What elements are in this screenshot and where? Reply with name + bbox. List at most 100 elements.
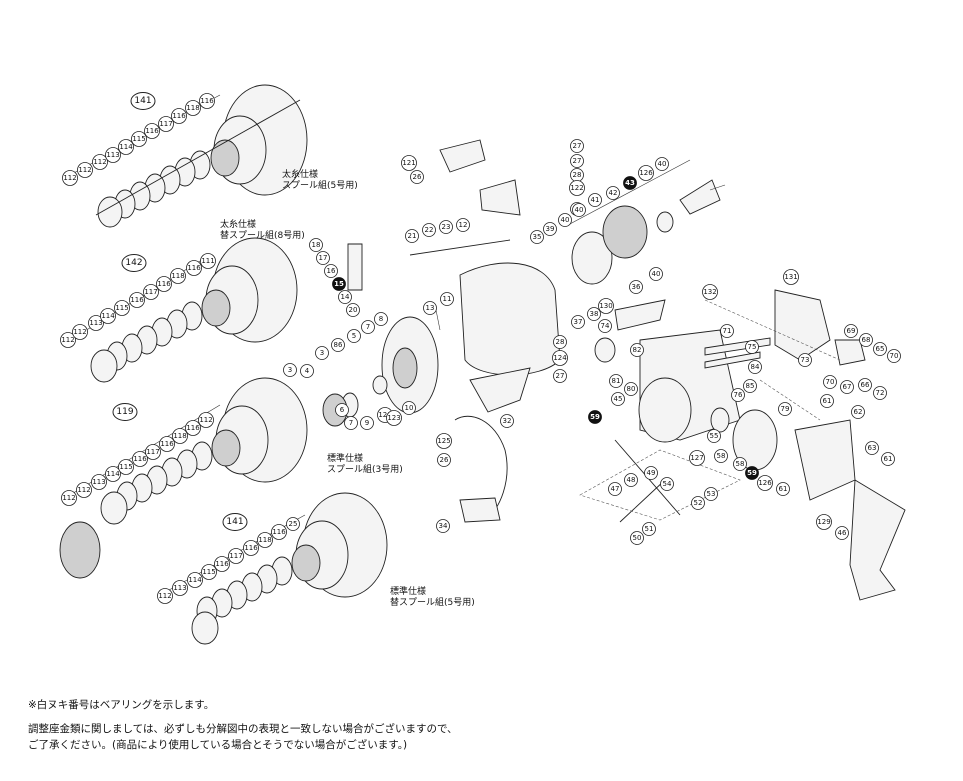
callout-circle bbox=[609, 374, 623, 388]
callout-number: 59 bbox=[747, 469, 757, 477]
part-callout: 126 bbox=[757, 475, 773, 491]
callout-number: 49 bbox=[647, 469, 656, 477]
callout-circle bbox=[185, 100, 201, 116]
part-callout: 117 bbox=[143, 284, 159, 300]
callout-circle bbox=[271, 524, 287, 540]
callout-number: 123 bbox=[387, 414, 400, 422]
callout-number: 38 bbox=[590, 310, 599, 318]
part-drawings bbox=[59, 84, 906, 645]
group-number-callout: 119 bbox=[112, 403, 138, 421]
callout-number: 7 bbox=[349, 419, 353, 427]
callout-number: 27 bbox=[573, 157, 582, 165]
callout-number: 40 bbox=[575, 206, 584, 214]
part-callout: 122 bbox=[569, 180, 585, 196]
group-number-circle bbox=[130, 92, 156, 110]
part-callout: 16 bbox=[324, 264, 338, 278]
callout-circle bbox=[456, 218, 470, 232]
callout-circle bbox=[143, 284, 159, 300]
callout-number: 112 bbox=[62, 494, 75, 502]
callout-circle bbox=[172, 428, 188, 444]
callout-circle bbox=[569, 180, 585, 196]
callout-circle bbox=[316, 251, 330, 265]
callout-number: 126 bbox=[639, 169, 653, 177]
callout-number: 118 bbox=[186, 104, 199, 112]
callout-circle bbox=[623, 176, 637, 190]
callout-circle bbox=[570, 139, 584, 153]
callout-circle bbox=[530, 230, 544, 244]
callout-circle bbox=[439, 220, 453, 234]
part-callout: 116 bbox=[214, 556, 230, 572]
part-callout: 79 bbox=[778, 402, 792, 416]
part-callout: 40 bbox=[655, 157, 669, 171]
callout-circle bbox=[624, 382, 638, 396]
part-callout: 116 bbox=[156, 276, 172, 292]
callout-circle bbox=[865, 441, 879, 455]
callout-number: 37 bbox=[574, 318, 583, 326]
group-number: 142 bbox=[125, 258, 142, 268]
part-callout: 25 bbox=[286, 517, 300, 531]
callout-number: 131 bbox=[784, 273, 797, 281]
callout-circle bbox=[881, 452, 895, 466]
part-callout: 116 bbox=[271, 524, 287, 540]
callout-number: 3 bbox=[320, 349, 324, 357]
part-callout: 114 bbox=[118, 139, 134, 155]
part-callout: 116 bbox=[243, 540, 259, 556]
callout-circle bbox=[257, 532, 273, 548]
part-callout: 3 bbox=[283, 363, 297, 377]
part-callout: 130 bbox=[598, 298, 614, 314]
callout-circle bbox=[315, 346, 329, 360]
callout-circle bbox=[873, 342, 887, 356]
callout-number: 25 bbox=[289, 520, 298, 528]
part-callout: 118 bbox=[170, 268, 186, 284]
callout-number: 71 bbox=[723, 327, 732, 335]
callout-number: 115 bbox=[202, 568, 215, 576]
part-callout: 80 bbox=[624, 382, 638, 396]
part-callout: 116 bbox=[186, 260, 202, 276]
callout-circle bbox=[851, 405, 865, 419]
callout-circle bbox=[598, 298, 614, 314]
part-callout: 5 bbox=[347, 329, 361, 343]
part-callout: 26 bbox=[410, 170, 424, 184]
callout-circle bbox=[437, 453, 451, 467]
group-label-line: 替スプール組(5号用) bbox=[390, 598, 475, 608]
callout-circle bbox=[630, 343, 644, 357]
callout-number: 12 bbox=[459, 221, 468, 229]
callout-circle bbox=[132, 451, 148, 467]
callout-number: 114 bbox=[119, 143, 133, 151]
callout-number: 114 bbox=[188, 576, 202, 584]
callout-circle bbox=[748, 360, 762, 374]
spool-group-2 bbox=[90, 237, 298, 383]
callout-circle bbox=[844, 324, 858, 338]
callout-number: 122 bbox=[570, 184, 583, 192]
part-callout: 11 bbox=[440, 292, 454, 306]
part-callout: 68 bbox=[859, 333, 873, 347]
callout-circle bbox=[361, 320, 375, 334]
part-callout: 9 bbox=[360, 416, 374, 430]
group-label-std-spare: 標準仕様 替スプール組(5号用) bbox=[390, 587, 475, 609]
callout-number: 116 bbox=[272, 528, 286, 536]
part-callout: 112 bbox=[77, 162, 93, 178]
part-callout: 82 bbox=[630, 343, 644, 357]
part-callout: 75 bbox=[745, 340, 759, 354]
callout-number: 132 bbox=[703, 288, 716, 296]
callout-circle bbox=[300, 364, 314, 378]
callout-number: 126 bbox=[758, 479, 772, 487]
part-callout: 112 bbox=[61, 490, 77, 506]
callout-number: 13 bbox=[426, 304, 435, 312]
callout-number: 124 bbox=[553, 354, 567, 362]
callout-circle bbox=[733, 457, 747, 471]
body-frame bbox=[594, 289, 906, 601]
callout-circle bbox=[436, 433, 452, 449]
callout-number: 116 bbox=[172, 112, 186, 120]
callout-circle bbox=[642, 522, 656, 536]
callout-circle bbox=[611, 392, 625, 406]
callout-circle bbox=[200, 253, 216, 269]
callout-number: 40 bbox=[658, 160, 667, 168]
part-callout: 23 bbox=[439, 220, 453, 234]
callout-number: 130 bbox=[599, 302, 612, 310]
callout-number: 28 bbox=[556, 338, 565, 346]
callout-number: 8 bbox=[379, 315, 383, 323]
callout-circle bbox=[185, 420, 201, 436]
part-callout: 116 bbox=[132, 451, 148, 467]
callout-circle bbox=[360, 416, 374, 430]
